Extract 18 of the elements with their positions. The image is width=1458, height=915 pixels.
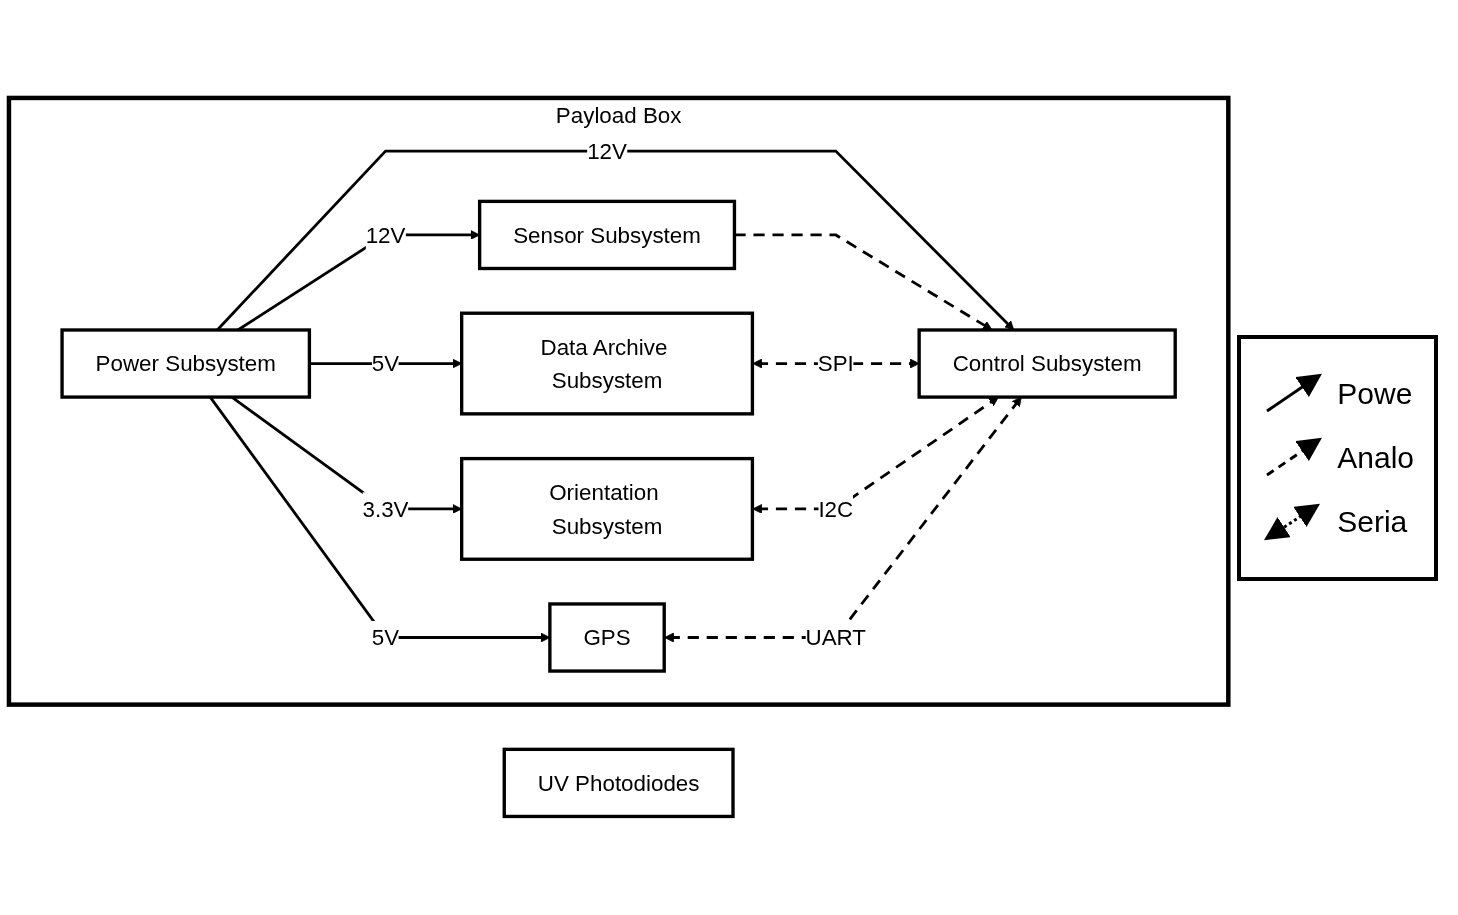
edge-label: 5V bbox=[371, 625, 400, 651]
node-box: Orientation Subsystem bbox=[460, 457, 755, 562]
node-box: Data Archive Subsystem bbox=[460, 311, 755, 416]
edge-label: I2C bbox=[818, 496, 854, 522]
node-box: GPS bbox=[548, 602, 666, 674]
edge-label: UART bbox=[805, 625, 867, 651]
edge-label: 12V bbox=[365, 222, 406, 248]
legend-text: Analo bbox=[1337, 440, 1414, 475]
node-box: UV Photodiodes bbox=[502, 747, 735, 819]
edge-label: 3.3V bbox=[362, 496, 409, 522]
node-box: Sensor Subsystem bbox=[477, 200, 737, 271]
legend-text: Powe bbox=[1337, 376, 1413, 411]
legend-text: Seria bbox=[1337, 504, 1408, 539]
edge-label: SPI bbox=[817, 351, 854, 377]
node-box: Control Subsystem bbox=[917, 328, 1177, 400]
node-box: Power Subsystem bbox=[60, 328, 312, 400]
edge-label: 12V bbox=[587, 139, 627, 164]
edge-label: 5V bbox=[371, 351, 400, 377]
